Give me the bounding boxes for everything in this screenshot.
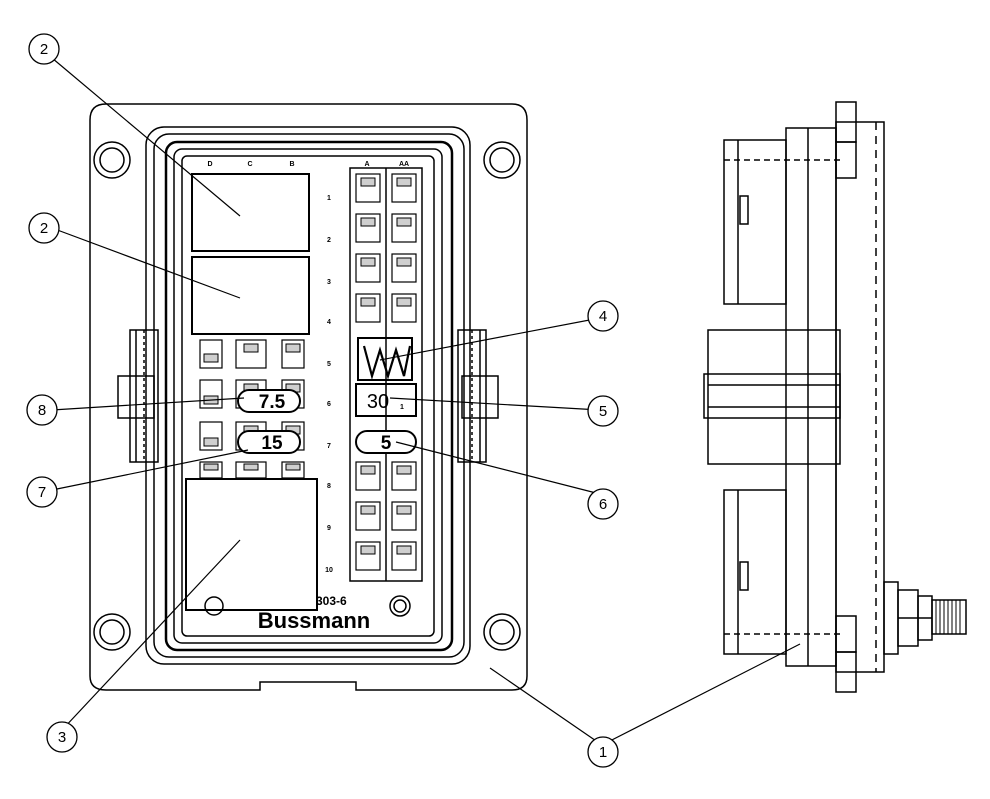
side-rear-housing-top bbox=[723, 139, 787, 305]
side-latch-top bbox=[739, 195, 749, 225]
column-label-b: B bbox=[289, 161, 294, 168]
svg-text:1: 1 bbox=[599, 744, 607, 761]
callouts: 2 2 8 7 3 4 5 6 bbox=[26, 33, 619, 768]
bottom-hole-left bbox=[204, 596, 224, 616]
callout-3: 3 bbox=[46, 721, 78, 753]
bottom-hole-right bbox=[389, 595, 411, 617]
row-label-10: 10 bbox=[325, 567, 333, 574]
row-label-1: 1 bbox=[327, 195, 331, 202]
callout-1: 1 bbox=[587, 736, 619, 768]
fuse-label-30: 30 bbox=[367, 391, 389, 413]
row-label-6: 6 bbox=[327, 401, 331, 408]
side-rear-housing-bottom bbox=[723, 489, 787, 655]
fuse-5-oval bbox=[355, 430, 417, 454]
right-fuse-slots bbox=[355, 173, 417, 571]
row-label-3: 3 bbox=[327, 279, 331, 286]
callout-2-top: 2 bbox=[28, 33, 60, 65]
maxi-fuse-element bbox=[362, 345, 412, 380]
fuse-label-7-5: 7.5 bbox=[259, 392, 286, 413]
mounting-hole-br bbox=[483, 613, 521, 651]
stud-washer bbox=[883, 581, 899, 655]
row-label-9: 9 bbox=[327, 525, 331, 532]
column-label-aa: AA bbox=[399, 161, 409, 168]
fuse-marker-small: 1 bbox=[400, 404, 404, 411]
callout-6: 6 bbox=[587, 488, 619, 520]
left-side-clip bbox=[117, 329, 159, 463]
mounting-hole-tl bbox=[93, 141, 131, 179]
fuse-15-oval bbox=[237, 430, 301, 454]
svg-text:2: 2 bbox=[40, 220, 48, 237]
side-flange bbox=[835, 121, 885, 673]
maxi-fuse-holder bbox=[357, 337, 413, 381]
fuse-7-5-oval bbox=[237, 389, 301, 413]
callout-5: 5 bbox=[587, 395, 619, 427]
callout-4: 4 bbox=[587, 300, 619, 332]
front-view-text: D C B A AA 1 2 3 4 5 6 7 8 9 10 7.5 15 3… bbox=[207, 161, 409, 633]
svg-text:4: 4 bbox=[599, 308, 607, 325]
right-side-clip bbox=[457, 329, 499, 463]
housing-outline-1 bbox=[145, 126, 471, 665]
svg-text:3: 3 bbox=[58, 729, 66, 746]
row-label-5: 5 bbox=[327, 361, 331, 368]
row-label-7: 7 bbox=[327, 443, 331, 450]
callout-2-middle: 2 bbox=[28, 212, 60, 244]
row-label-8: 8 bbox=[327, 483, 331, 490]
front-view bbox=[89, 103, 528, 691]
relay-middle bbox=[191, 256, 310, 335]
mounting-flange bbox=[89, 103, 528, 691]
fuse-label-15: 15 bbox=[261, 433, 283, 454]
housing-outline-4 bbox=[173, 148, 443, 644]
callout-7: 7 bbox=[26, 476, 58, 508]
stud-threads bbox=[935, 600, 961, 634]
callout-8: 8 bbox=[26, 394, 58, 426]
callout-leaders bbox=[51, 57, 801, 746]
row-label-4: 4 bbox=[327, 319, 331, 326]
relay-top bbox=[191, 173, 310, 252]
svg-text:2: 2 bbox=[40, 41, 48, 58]
mounting-hole-bl bbox=[93, 613, 131, 651]
fuse-label-5: 5 bbox=[381, 433, 392, 454]
column-label-a: A bbox=[364, 161, 369, 168]
inner-panel bbox=[181, 155, 435, 637]
svg-text:8: 8 bbox=[38, 402, 46, 419]
svg-text:5: 5 bbox=[599, 403, 607, 420]
side-view bbox=[703, 101, 967, 693]
column-label-d: D bbox=[207, 161, 212, 168]
svg-text:7: 7 bbox=[38, 484, 46, 501]
side-latch-bottom bbox=[739, 561, 749, 591]
brand-name: Bussmann bbox=[258, 608, 370, 633]
side-mount-bar bbox=[707, 329, 841, 465]
side-middle-wall bbox=[785, 127, 837, 667]
column-label-c: C bbox=[247, 161, 252, 168]
mounting-hole-tr bbox=[483, 141, 521, 179]
right-fuse-slot-tabs bbox=[360, 177, 412, 555]
stud-threaded-end bbox=[931, 599, 967, 635]
housing-outline-3 bbox=[164, 140, 454, 652]
part-number: 303-6 bbox=[316, 594, 347, 608]
side-clip-bar bbox=[703, 373, 841, 419]
relay-bottom bbox=[185, 478, 318, 611]
row-label-2: 2 bbox=[327, 237, 331, 244]
svg-text:6: 6 bbox=[599, 496, 607, 513]
